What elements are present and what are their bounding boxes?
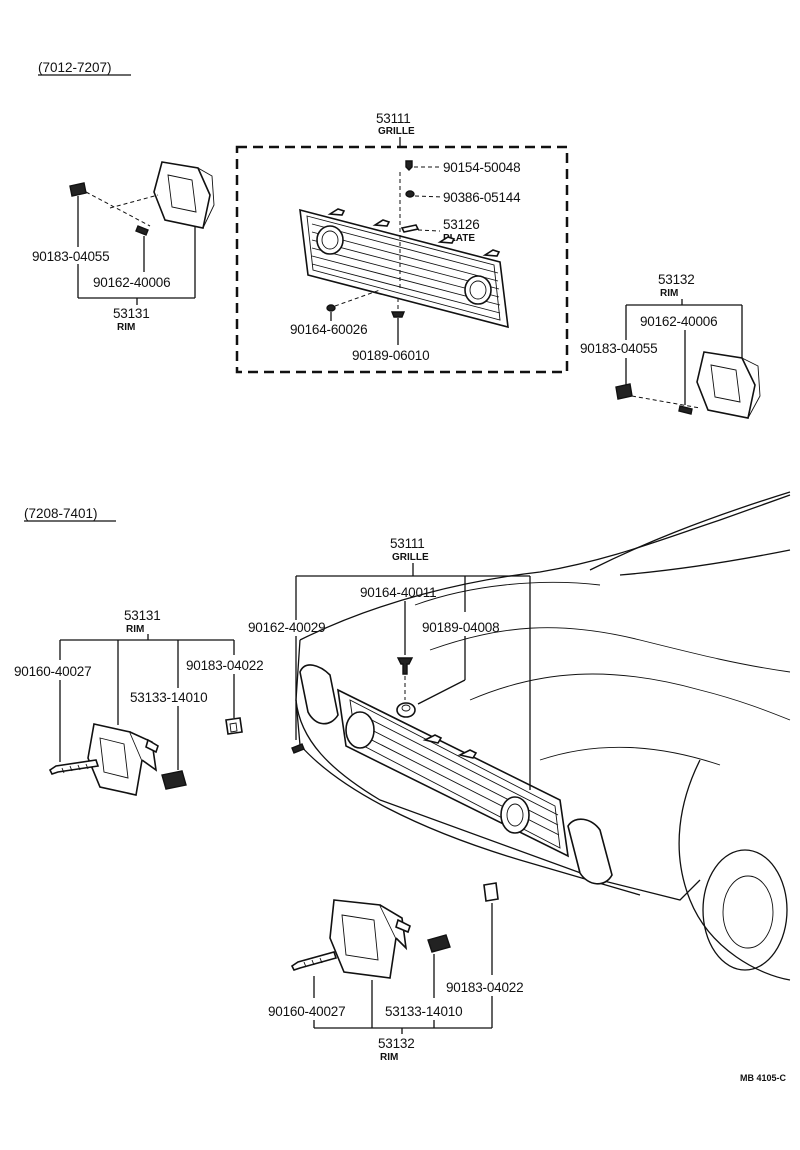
- upper-left-rim-drawing: [153, 161, 215, 229]
- upper-left-nut-90183: [69, 182, 159, 227]
- upper-grille-frame: [235, 145, 569, 374]
- upper-right-screw-90162: [678, 405, 693, 415]
- upper-plate-number: 53126: [443, 217, 480, 232]
- lower-left-label-90183-04022: 90183-04022: [186, 658, 263, 673]
- upper-right-label-90162-40006: 90162-40006: [640, 314, 717, 329]
- lower-right-rim-number: 53132: [378, 1036, 415, 1051]
- upper-grille-drawing: [299, 208, 509, 329]
- upper-label-90154-50048: 90154-50048: [443, 160, 520, 175]
- lower-grille-number: 53111: [390, 536, 425, 551]
- lower-left-bolt-90160: [48, 759, 100, 775]
- upper-label-90386-05144: 90386-05144: [443, 190, 521, 205]
- lower-right-clip-90183: [483, 882, 499, 902]
- upper-screw-90154: [405, 160, 442, 171]
- lower-label-90189-04008: 90189-04008: [422, 620, 499, 635]
- upper-left-screw-90162: [135, 225, 149, 236]
- lower-clip-90189: [396, 702, 416, 718]
- upper-grille-number: 53111: [376, 111, 411, 126]
- lower-left-clip-90183: [225, 717, 243, 735]
- lower-left-label-90160-40027: 90160-40027: [14, 664, 91, 679]
- upper-label-90164-60026: 90164-60026: [290, 322, 367, 337]
- upper-right-nut-90183: [615, 383, 701, 409]
- lower-screw-90162: [291, 743, 305, 754]
- lower-right-rim-name: RIM: [380, 1052, 398, 1063]
- lower-right-nut-53133: [427, 934, 451, 953]
- upper-right-rim-name: RIM: [660, 288, 678, 299]
- lower-right-label-90183-04022: 90183-04022: [446, 980, 523, 995]
- lower-left-rim-drawing: [87, 723, 159, 796]
- upper-right-rim-drawing: [696, 351, 761, 419]
- upper-left-label-90183-04055: 90183-04055: [32, 249, 109, 264]
- upper-range-label: (7012-7207): [38, 60, 112, 75]
- lower-left-rim-number: 53131: [124, 608, 161, 623]
- upper-left-rim-number: 53131: [113, 306, 150, 321]
- lower-grille-name: GRILLE: [392, 552, 429, 563]
- lower-right-bolt-90160: [290, 951, 338, 971]
- lower-range-label: (7208-7401): [24, 506, 98, 521]
- upper-plate-53126: [400, 224, 441, 233]
- upper-grille-name: GRILLE: [378, 126, 415, 137]
- car-body-drawing: [295, 491, 791, 981]
- lower-label-90162-40029: 90162-40029: [248, 620, 325, 635]
- upper-left-label-90162-40006: 90162-40006: [93, 275, 170, 290]
- upper-label-90189-06010: 90189-06010: [352, 348, 429, 363]
- upper-clip-90386: [405, 190, 443, 198]
- upper-bolt-90164: [326, 289, 381, 312]
- upper-left-rim-name: RIM: [117, 322, 135, 333]
- upper-clip-90189: [390, 298, 406, 318]
- lower-right-label-53133-14010: 53133-14010: [385, 1004, 462, 1019]
- lower-left-rim-name: RIM: [126, 624, 144, 635]
- lower-label-90164-40011: 90164-40011: [360, 585, 436, 600]
- lower-right-label-90160-40027: 90160-40027: [268, 1004, 345, 1019]
- diagram-code: MB 4105-C: [740, 1073, 787, 1083]
- lower-right-rim-drawing: [329, 899, 411, 979]
- upper-right-label-90183-04055: 90183-04055: [580, 341, 657, 356]
- lower-left-label-53133-14010: 53133-14010: [130, 690, 207, 705]
- lower-grille-drawing: [336, 688, 570, 858]
- lower-left-nut-53133: [161, 770, 187, 790]
- upper-right-rim-number: 53132: [658, 272, 695, 287]
- upper-plate-name: PLATE: [443, 233, 475, 244]
- lower-bolt-90164: [396, 657, 414, 700]
